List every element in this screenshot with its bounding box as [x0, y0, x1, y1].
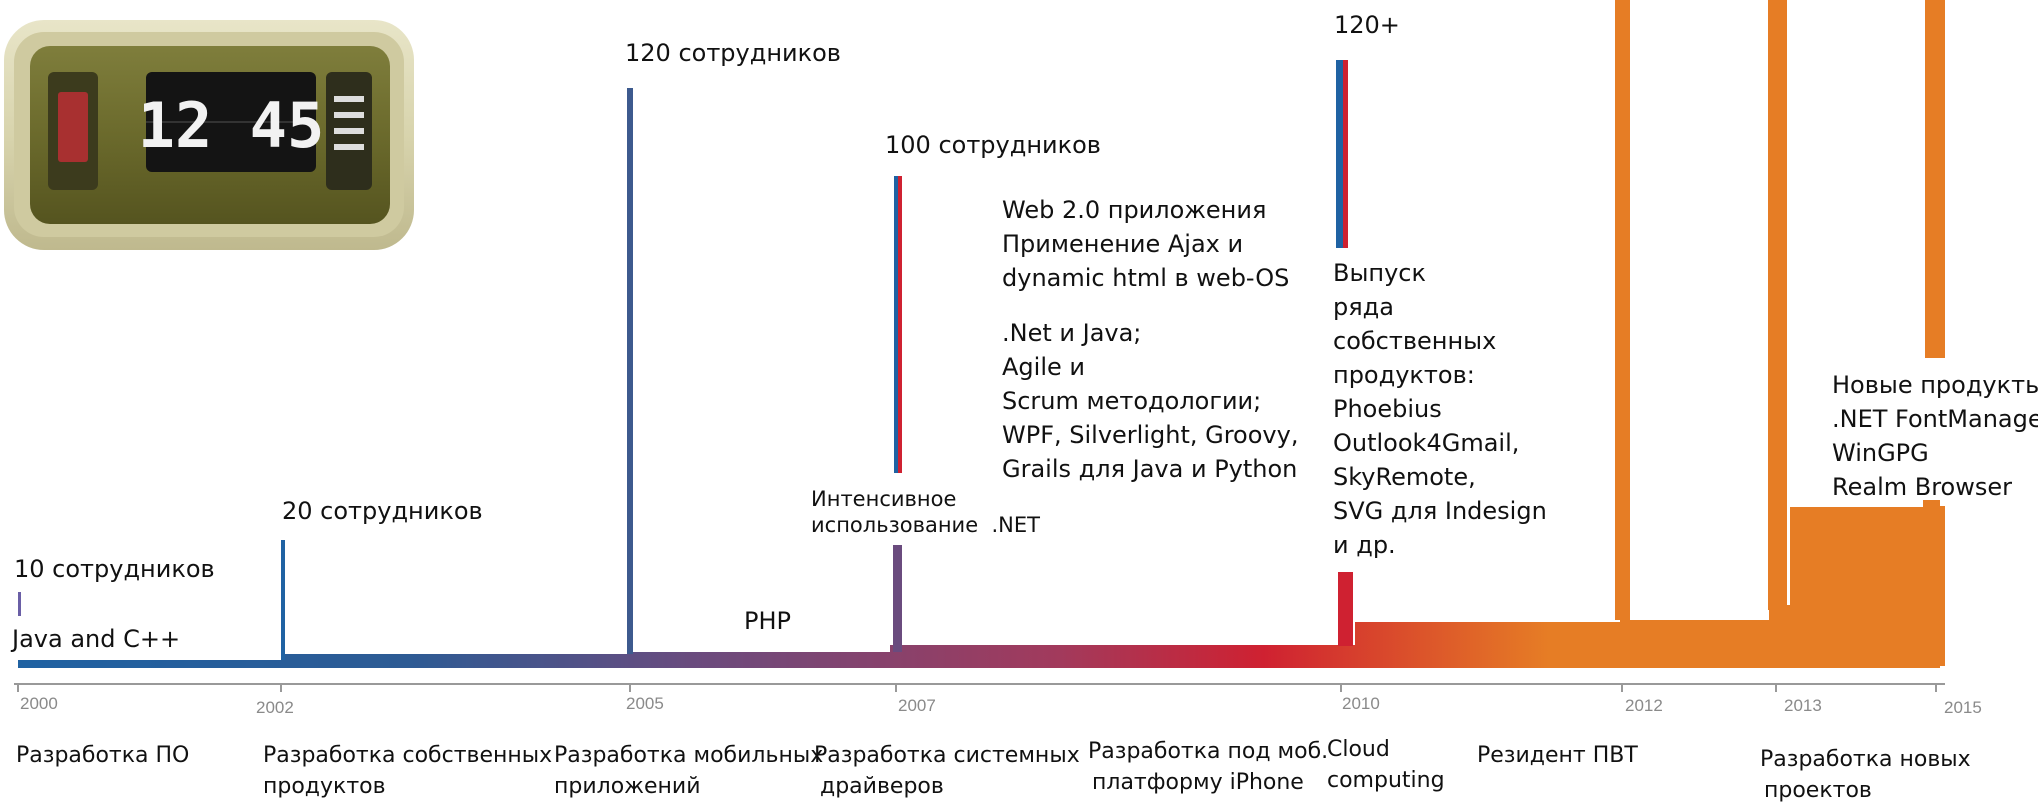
bar-2013 [1768, 0, 1787, 610]
note-java-cpp: Java and C++ [12, 625, 181, 653]
note-dotnet-java: .Net и Java; Agile и Scrum методологии; … [1002, 319, 1299, 483]
year-label-2012: 2012 [1625, 696, 1663, 715]
year-label-2002: 2002 [256, 698, 294, 717]
note-new-products: Новые продукты: .NET FontManager WinGPG … [1832, 371, 2038, 501]
staff-2002: 20 сотрудников [282, 497, 483, 525]
timeline-band [18, 500, 1940, 668]
year-label-2000: 2000 [20, 694, 58, 713]
staff-2010: 120+ [1334, 11, 1400, 39]
bar-2012 [1615, 0, 1630, 620]
activity-software-dev: Разработка ПО [16, 743, 190, 768]
activity-mobile-apps: Разработка мобильных приложений [554, 743, 824, 799]
bar-2000 [18, 592, 21, 616]
bar-2015-upper [1925, 0, 1945, 358]
year-label-2007: 2007 [898, 696, 936, 715]
flip-clock-image: 12 45 [4, 20, 414, 250]
bar-2002 [281, 540, 285, 660]
bar-2010-upper-red [1343, 60, 1348, 248]
bar-2010-upper-blue [1336, 60, 1343, 248]
bar-2007-lower [893, 545, 902, 652]
activity-cloud: Cloud computing [1327, 737, 1445, 793]
activity-new-projects: Разработка новых проектов [1760, 747, 1971, 803]
clock-time: 12 45 [138, 89, 325, 162]
bar-2007-upper-red [898, 176, 902, 473]
note-php: PHP [744, 607, 791, 635]
year-label-2015: 2015 [1944, 698, 1982, 717]
note-web20: Web 2.0 приложения Применение Ajax и dyn… [1002, 196, 1290, 292]
note-product-release: Выпуск ряда собственных продуктов: Phoeb… [1333, 259, 1547, 559]
staff-2000: 10 сотрудников [14, 555, 215, 583]
activity-pvt-resident: Резидент ПВТ [1477, 743, 1638, 768]
note-intensive-dotnet: Интенсивное использование .NET [811, 487, 1040, 537]
year-label-2013: 2013 [1784, 696, 1822, 715]
activity-iphone: Разработка под моб. платформу iPhone [1088, 739, 1329, 795]
staff-2005: 120 сотрудников [625, 39, 841, 67]
bar-2015-lower [1925, 506, 1945, 666]
bar-2005 [627, 88, 633, 654]
staff-2007: 100 сотрудников [885, 131, 1101, 159]
activity-own-products: Разработка собственных продуктов [263, 743, 553, 799]
activity-system-drivers: Разработка системных драйверов [814, 743, 1080, 799]
bar-2010-lower [1338, 572, 1353, 646]
year-label-2005: 2005 [626, 694, 664, 713]
year-label-2010: 2010 [1342, 694, 1380, 713]
bar-2007-upper-blue [894, 176, 898, 473]
